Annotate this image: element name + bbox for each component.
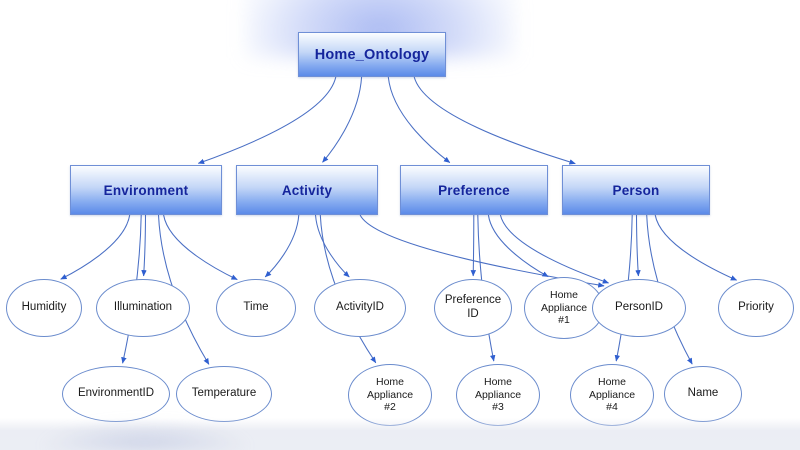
node-home_ontology[interactable]: Home_Ontology xyxy=(298,32,446,77)
node-label: Environment xyxy=(103,182,189,198)
edge-person-to-priority xyxy=(654,214,738,281)
edge-activity-to-time xyxy=(264,214,300,278)
node-label: Home_Ontology xyxy=(314,46,430,63)
node-label: Humidity xyxy=(21,301,67,314)
edge-person-to-personid xyxy=(635,214,641,277)
edge-preference-to-personid xyxy=(499,214,609,284)
node-label: Illumination xyxy=(113,301,173,314)
edge-activity-to-personid xyxy=(359,214,605,288)
node-humidity[interactable]: Humidity xyxy=(6,279,82,337)
edge-preference-to-appliance1 xyxy=(487,214,549,278)
edge-home_ontology-to-environment xyxy=(197,76,337,165)
edge-environment-to-humidity xyxy=(60,214,131,280)
edge-preference-to-preferenceid xyxy=(470,214,477,277)
node-personid[interactable]: PersonID xyxy=(592,279,686,337)
node-label: Preference xyxy=(438,182,510,198)
node-name[interactable]: Name xyxy=(664,366,742,422)
edge-environment-to-illumination xyxy=(141,214,147,277)
node-environmentid[interactable]: EnvironmentID xyxy=(62,366,170,422)
node-label: Priority xyxy=(738,301,774,314)
node-label: EnvironmentID xyxy=(77,387,155,400)
node-person[interactable]: Person xyxy=(562,165,710,215)
edge-home_ontology-to-person xyxy=(413,76,576,165)
node-preference[interactable]: Preference xyxy=(400,165,548,215)
node-temperature[interactable]: Temperature xyxy=(176,366,272,422)
node-label: Temperature xyxy=(191,387,257,400)
node-label: Activity xyxy=(281,182,333,198)
node-environment[interactable]: Environment xyxy=(70,165,222,215)
edge-home_ontology-to-preference xyxy=(387,76,451,164)
edge-environment-to-time xyxy=(163,214,238,281)
edge-activity-to-activityid xyxy=(314,214,350,278)
node-label: ActivityID xyxy=(336,301,384,314)
node-activityid[interactable]: ActivityID xyxy=(314,279,406,337)
node-illumination[interactable]: Illumination xyxy=(96,279,190,337)
node-priority[interactable]: Priority xyxy=(718,279,794,337)
node-label: Name xyxy=(687,387,719,400)
node-activity[interactable]: Activity xyxy=(236,165,378,215)
edge-home_ontology-to-activity xyxy=(322,76,363,163)
node-label: PersonID xyxy=(615,301,663,314)
node-label: Time xyxy=(243,301,269,314)
node-label: Person xyxy=(612,182,660,198)
node-time[interactable]: Time xyxy=(216,279,296,337)
